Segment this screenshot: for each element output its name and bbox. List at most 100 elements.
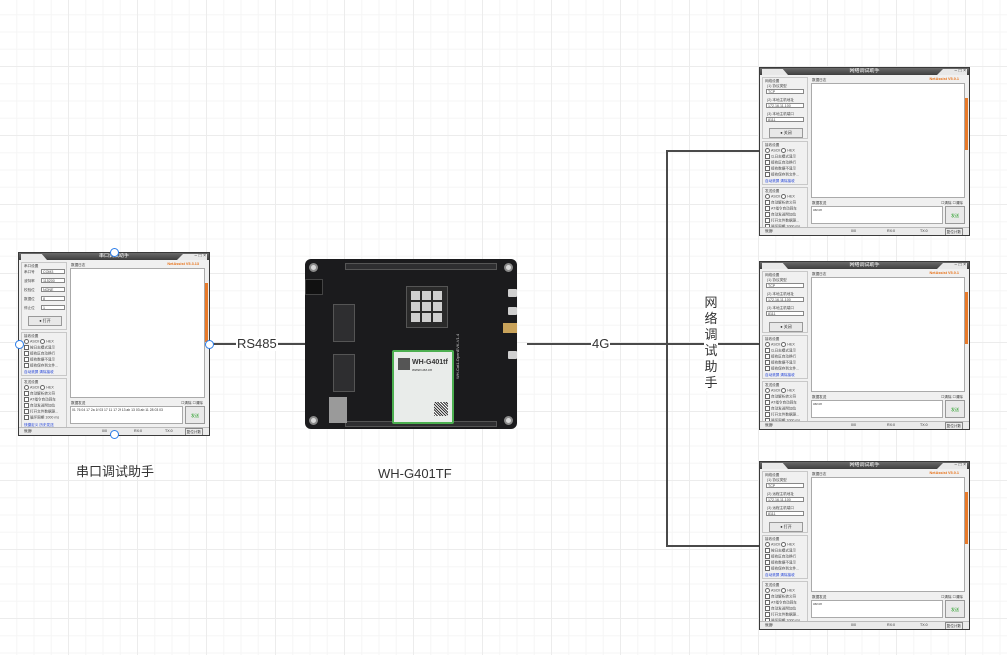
send-option-checkbox[interactable]: AT指令自动回车: [765, 600, 797, 605]
net-tool-window[interactable]: 网络调试助手 − □ × 网络设置(1) 协议类型 TCP(2) 远程主机地址 …: [759, 461, 970, 630]
recv-mode-radio[interactable]: ASCII HEX: [765, 342, 795, 347]
scrollbar[interactable]: [965, 98, 968, 150]
reset-count-button[interactable]: 复位计数: [944, 228, 963, 235]
recv-option-checkbox[interactable]: 接收保存到文件...: [765, 566, 799, 571]
recv-option-checkbox[interactable]: 接收区自动换行: [24, 351, 55, 356]
recv-option-checkbox[interactable]: 接收数据不显示: [765, 560, 796, 565]
recv-option-checkbox[interactable]: 接收数据不显示: [24, 357, 55, 362]
recv-option-checkbox[interactable]: 接收数据不显示: [765, 166, 796, 171]
send-option-checkbox[interactable]: 自动发送附加位: [765, 606, 796, 611]
send-option-checkbox[interactable]: 打开文件数据源...: [765, 412, 799, 417]
recv-links[interactable]: 自动滚屏 清除接收: [765, 179, 795, 183]
send-option-checkbox[interactable]: AT指令自动回车: [765, 400, 797, 405]
send-options[interactable]: ☐清除 ☐清除: [941, 595, 963, 599]
send-options[interactable]: ☐清除 ☐清除: [181, 401, 203, 405]
send-input[interactable]: usr.cn: [811, 206, 943, 224]
send-links[interactable]: 快捷定义 历史发送: [24, 423, 54, 427]
open-button[interactable]: ● 打开: [769, 522, 803, 532]
recv-option-checkbox[interactable]: 接收区自动换行: [765, 554, 796, 559]
open-button[interactable]: ● 关闭: [769, 128, 803, 138]
recv-option-checkbox[interactable]: 接收区自动换行: [765, 160, 796, 165]
field-input[interactable]: TCP: [766, 89, 804, 94]
recv-links[interactable]: 自动滚屏 清除接收: [765, 573, 795, 577]
selection-handle-bottom[interactable]: [110, 430, 119, 439]
title-bar[interactable]: 网络调试助手 − □ ×: [760, 68, 969, 75]
send-option-checkbox[interactable]: 打开文件数据源...: [24, 409, 58, 414]
field-select[interactable]: 115200: [41, 278, 65, 283]
send-mode-radio[interactable]: ASCII HEX: [765, 194, 795, 199]
recv-option-checkbox[interactable]: 接收数据不显示: [765, 360, 796, 365]
recv-option-checkbox[interactable]: 以日志模式显示: [765, 154, 796, 159]
send-options[interactable]: ☐清除 ☐清除: [941, 395, 963, 399]
send-options[interactable]: ☐清除 ☐清除: [941, 201, 963, 205]
open-button[interactable]: ● 打开: [28, 316, 62, 326]
send-option-checkbox[interactable]: 自动解析转义符: [765, 200, 796, 205]
receive-area[interactable]: [811, 477, 965, 592]
window-controls-icon[interactable]: − □ ×: [954, 262, 966, 268]
send-button[interactable]: 发送: [945, 206, 965, 224]
send-mode-radio[interactable]: ASCII HEX: [24, 385, 54, 390]
send-input[interactable]: usr.cn: [811, 400, 943, 418]
recv-option-checkbox[interactable]: 以日志模式显示: [765, 348, 796, 353]
field-input[interactable]: 8111: [766, 311, 804, 316]
send-option-checkbox[interactable]: 自动解析转义符: [765, 594, 796, 599]
recv-mode-radio[interactable]: ASCII HEX: [765, 542, 795, 547]
send-input[interactable]: usr.cn: [811, 600, 943, 618]
field-input[interactable]: 8111: [766, 511, 804, 516]
receive-area[interactable]: [811, 83, 965, 198]
scrollbar[interactable]: [205, 283, 208, 342]
scrollbar[interactable]: [965, 292, 968, 344]
send-option-checkbox[interactable]: 循环周期 1000 ms: [24, 415, 59, 420]
net-tool-window[interactable]: 网络调试助手 − □ × 网络设置(1) 协议类型 TCP(2) 本地主机地址 …: [759, 67, 970, 236]
send-option-checkbox[interactable]: 打开文件数据源...: [765, 612, 799, 617]
send-option-checkbox[interactable]: 自动解析转义符: [765, 394, 796, 399]
field-select[interactable]: NONE: [41, 287, 65, 292]
title-bar[interactable]: 网络调试助手 − □ ×: [760, 462, 969, 469]
scrollbar[interactable]: [965, 492, 968, 544]
window-controls-icon[interactable]: − □ ×: [954, 462, 966, 468]
field-input[interactable]: 172.16.11.100: [766, 297, 804, 302]
send-button[interactable]: 发送: [945, 400, 965, 418]
field-input[interactable]: 172.16.11.100: [766, 103, 804, 108]
window-controls-icon[interactable]: − □ ×: [954, 68, 966, 74]
field-input[interactable]: TCP: [766, 283, 804, 288]
send-option-checkbox[interactable]: 打开文件数据源...: [765, 218, 799, 223]
field-input[interactable]: 172.16.11.100: [766, 497, 804, 502]
receive-area[interactable]: [70, 268, 205, 398]
recv-option-checkbox[interactable]: 按日志模式显示: [24, 345, 55, 350]
title-bar[interactable]: 网络调试助手 − □ ×: [760, 262, 969, 269]
send-option-checkbox[interactable]: 自动发送附加位: [24, 403, 55, 408]
reset-count-button[interactable]: 复位计数: [944, 422, 963, 429]
window-controls-icon[interactable]: − □ ×: [194, 253, 206, 259]
send-option-checkbox[interactable]: AT指令自动回车: [24, 397, 56, 402]
selection-handle-right[interactable]: [205, 340, 214, 349]
send-option-checkbox[interactable]: 自动解析转义符: [24, 391, 55, 396]
receive-area[interactable]: [811, 277, 965, 392]
send-button[interactable]: 发送: [185, 406, 205, 424]
recv-links[interactable]: 自动滚屏 清除接收: [765, 373, 795, 377]
field-select[interactable]: 1: [41, 305, 65, 310]
recv-option-checkbox[interactable]: 接收保存到文件...: [765, 366, 799, 371]
reset-count-button[interactable]: 复位计数: [944, 622, 963, 629]
send-input[interactable]: 01 76 04 17 2a 1f 03 17 11 17 2f 13 ab 1…: [70, 406, 183, 424]
field-select[interactable]: 8: [41, 296, 65, 301]
recv-option-checkbox[interactable]: 接收区自动换行: [765, 354, 796, 359]
recv-option-checkbox[interactable]: 接收保存到文件...: [765, 172, 799, 177]
recv-mode-radio[interactable]: ASCII HEX: [765, 148, 795, 153]
recv-links[interactable]: 自动滚屏 清除接收: [24, 370, 54, 374]
send-option-checkbox[interactable]: 自动发送附加位: [765, 406, 796, 411]
recv-option-checkbox[interactable]: 接收保存到文件...: [24, 363, 58, 368]
net-tool-window[interactable]: 网络调试助手 − □ × 网络设置(1) 协议类型 TCP(2) 本地主机地址 …: [759, 261, 970, 430]
send-option-checkbox[interactable]: AT指令自动回车: [765, 206, 797, 211]
field-input[interactable]: 8111: [766, 117, 804, 122]
selection-handle-top[interactable]: [110, 248, 119, 257]
open-button[interactable]: ● 关闭: [769, 322, 803, 332]
field-select[interactable]: COM3: [41, 269, 65, 274]
recv-mode-radio[interactable]: ASCII HEX: [24, 339, 54, 344]
send-mode-radio[interactable]: ASCII HEX: [765, 388, 795, 393]
send-mode-radio[interactable]: ASCII HEX: [765, 588, 795, 593]
reset-count-button[interactable]: 复位计数: [184, 428, 203, 435]
recv-option-checkbox[interactable]: 按日志模式显示: [765, 548, 796, 553]
field-input[interactable]: TCP: [766, 483, 804, 488]
